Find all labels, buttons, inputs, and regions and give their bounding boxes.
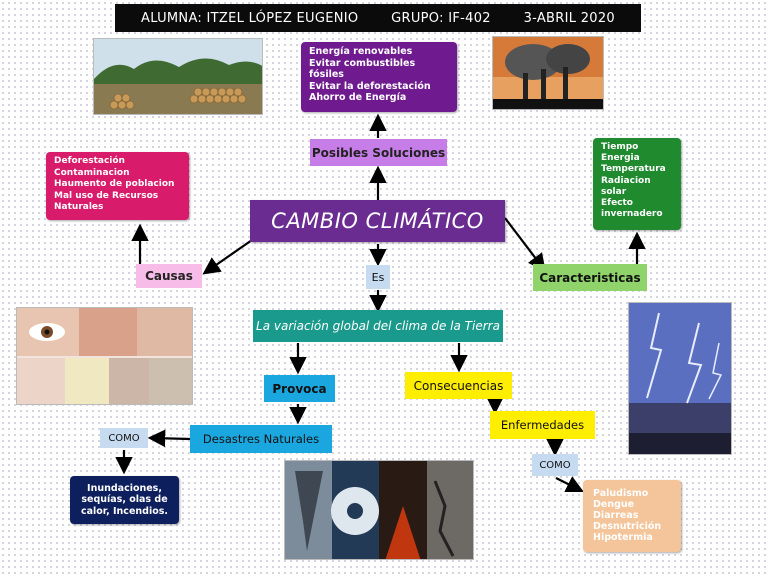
disaster-examples-box: Inundaciones, sequías, olas de calor, In…: [70, 476, 179, 524]
characteristic-item: solar: [601, 186, 627, 197]
cause-item: Deforestación: [54, 156, 125, 166]
factory-pollution-image: [492, 36, 604, 110]
solution-item: fósiles: [309, 69, 344, 80]
disease-example: Dengue: [593, 499, 635, 510]
group-label: GRUPO: IF-402: [391, 10, 491, 26]
como-right-label: COMO: [532, 454, 578, 476]
characteristic-item: Temperatura: [601, 164, 666, 175]
arrow-to-disease-examples: [555, 476, 584, 492]
cause-item: Mal uso de Recursos: [54, 190, 159, 201]
solution-item: Evitar la deforestación: [309, 80, 431, 92]
solution-item: Energía renovables: [309, 46, 413, 57]
central-topic: CAMBIO CLIMÁTICO: [250, 200, 505, 242]
disease-example: Diarreas: [593, 510, 639, 521]
solution-item: Evitar combustibles: [309, 57, 416, 69]
arrow-to-causes-label: [202, 239, 253, 275]
arrow-to-characteristics-label: [504, 217, 546, 272]
como-left-label: COMO: [100, 428, 148, 448]
disaster-example: calor, Incendios.: [80, 505, 168, 517]
characteristic-item: Energia: [601, 153, 640, 164]
characteristic-item: Tiempo: [601, 142, 639, 152]
logs-deforestation-image: [93, 38, 263, 115]
characteristic-item: Efecto: [601, 198, 633, 209]
characteristics-label: Caracteristicas: [533, 264, 647, 291]
natural-disasters-label: Desastres Naturales: [190, 425, 332, 453]
characteristic-item: invernadero: [601, 209, 663, 220]
cause-item: Haumento de poblacion: [54, 179, 175, 189]
solutions-label: Posibles Soluciones: [310, 139, 447, 166]
disease-example: Hipotermia: [593, 532, 653, 543]
arrow-to-como-left: [147, 429, 191, 448]
cause-item: Contaminacion: [54, 167, 130, 178]
characteristic-item: Radiacion: [601, 175, 651, 186]
solutions-box: Energía renovables Evitar combustibles f…: [301, 42, 457, 112]
solution-item: Ahorro de Energía: [309, 92, 407, 103]
natural-disasters-collage-image: [284, 460, 474, 560]
disaster-example: Inundaciones,: [87, 482, 162, 494]
definition-box: La variación global del clima de la Tier…: [253, 310, 503, 342]
cause-item: Naturales: [54, 202, 104, 212]
causes-label: Causas: [136, 264, 202, 288]
lightning-storm-image: [628, 302, 732, 455]
characteristics-box: Tiempo Energia Temperatura Radiacion sol…: [593, 138, 681, 230]
disease-example: Desnutrición: [593, 521, 662, 532]
disease-examples-box: Paludismo Dengue Diarreas Desnutrición H…: [583, 480, 681, 552]
header-bar: ALUMNA: ITZEL LÓPEZ EUGENIO GRUPO: IF-40…: [115, 4, 641, 32]
illness-symptoms-collage-image: [16, 307, 193, 405]
disaster-example: sequías, olas de: [81, 494, 168, 506]
causes-box: Deforestación Contaminacion Haumento de …: [46, 152, 189, 220]
student-name: ALUMNA: ITZEL LÓPEZ EUGENIO: [141, 10, 359, 26]
consequences-label: Consecuencias: [405, 372, 512, 399]
provoca-label: Provoca: [264, 375, 335, 402]
es-connector-label: Es: [366, 265, 390, 289]
disease-example: Paludismo: [593, 488, 649, 499]
diseases-label: Enfermedades: [490, 411, 595, 439]
date-label: 3-ABRIL 2020: [523, 10, 615, 26]
